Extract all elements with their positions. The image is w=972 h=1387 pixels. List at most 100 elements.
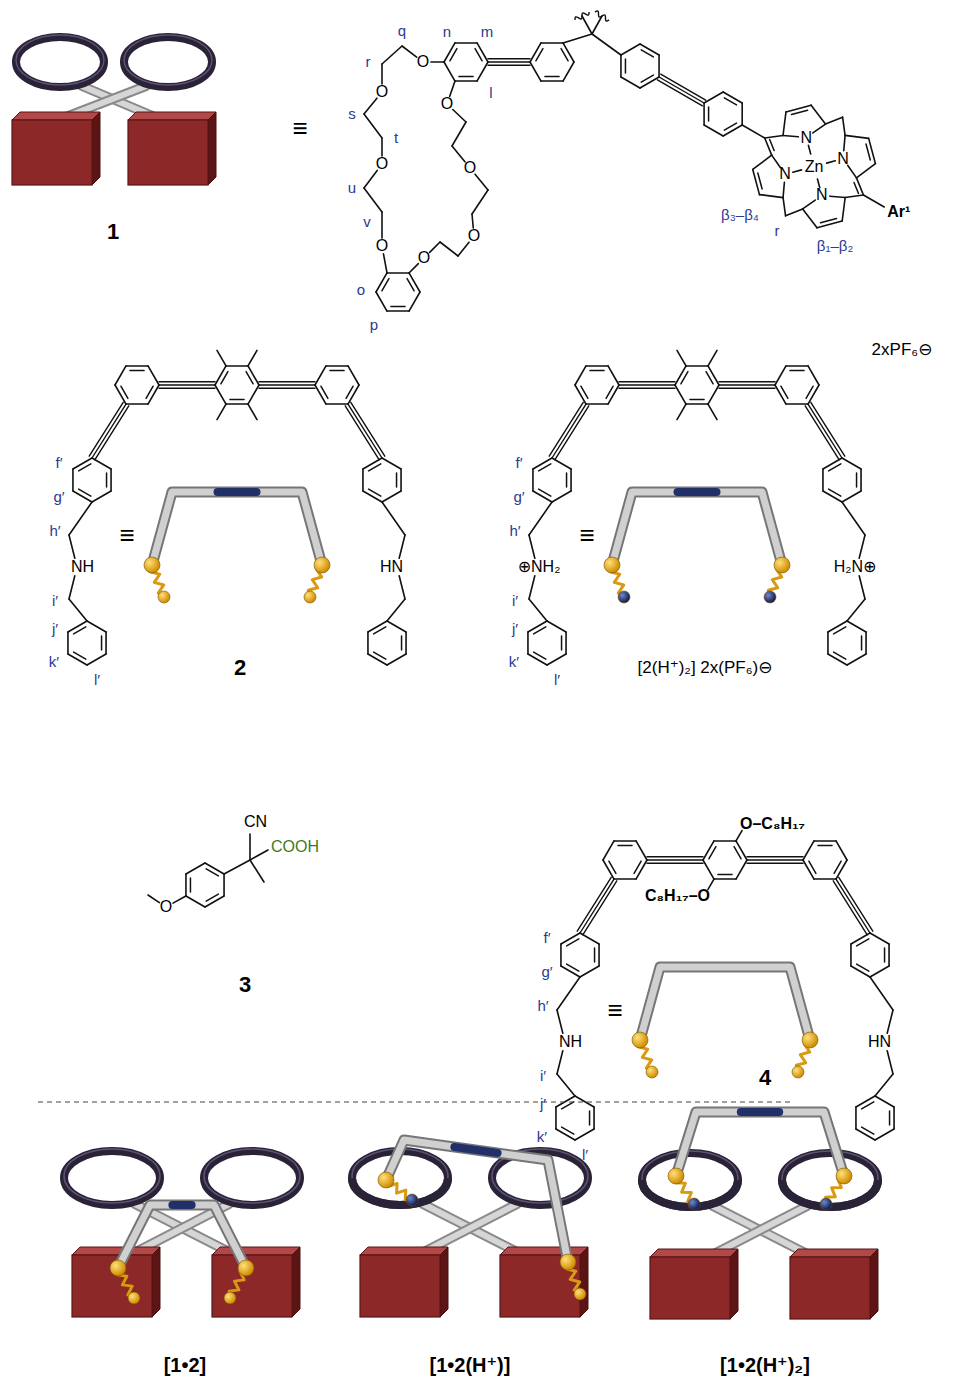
atom-label: CN bbox=[244, 813, 267, 831]
triple-bond bbox=[580, 879, 614, 933]
box-top bbox=[72, 1247, 160, 1255]
double-bond bbox=[401, 636, 403, 650]
compound-number: 4 bbox=[759, 1066, 771, 1090]
triple-bond bbox=[647, 859, 703, 860]
ring-bond bbox=[875, 1129, 894, 1140]
ring-bond bbox=[603, 841, 614, 860]
double-bond bbox=[681, 372, 688, 384]
bond bbox=[399, 535, 405, 558]
atom-label: O bbox=[376, 83, 388, 101]
ring-bond bbox=[92, 458, 111, 469]
triple-bond bbox=[647, 856, 703, 857]
position-label: i′ bbox=[540, 1068, 546, 1085]
double-bond bbox=[818, 845, 832, 847]
double-bond bbox=[884, 948, 886, 962]
bond bbox=[742, 125, 765, 138]
bond bbox=[842, 198, 845, 222]
double-bond bbox=[536, 49, 543, 61]
position-label: f′ bbox=[544, 930, 551, 947]
crown-ring-highlight bbox=[64, 1149, 160, 1203]
bond bbox=[69, 502, 92, 535]
position-label: β₁–β₂ bbox=[817, 238, 853, 255]
ring-bond bbox=[185, 874, 187, 896]
bond bbox=[249, 834, 251, 860]
rod bbox=[612, 492, 782, 565]
double-bond bbox=[609, 861, 616, 873]
double-bond bbox=[690, 399, 704, 401]
bond bbox=[250, 850, 268, 860]
box-side bbox=[292, 1247, 300, 1317]
ring-bond bbox=[586, 403, 608, 405]
triple-bond bbox=[345, 406, 379, 460]
equivalence-sign: ≡ bbox=[292, 114, 307, 143]
bond bbox=[783, 112, 786, 136]
double-bond bbox=[450, 49, 457, 61]
rod-core bbox=[454, 1147, 497, 1153]
ring-bond bbox=[775, 385, 786, 404]
crown-ring-highlight bbox=[204, 1149, 300, 1203]
triple-bond bbox=[719, 381, 775, 382]
position-label: g′ bbox=[541, 964, 552, 981]
atom-label: N bbox=[779, 165, 791, 183]
bond bbox=[736, 831, 742, 841]
double-bond bbox=[708, 107, 710, 121]
bond bbox=[453, 110, 466, 122]
ring-bond bbox=[387, 310, 409, 312]
ring-bond bbox=[608, 366, 619, 385]
double-bond bbox=[330, 370, 344, 372]
group-label: C₈H₁₇–O bbox=[645, 888, 710, 906]
triple-bond bbox=[583, 881, 617, 935]
bond bbox=[431, 61, 444, 63]
porphyrin-box bbox=[128, 120, 208, 185]
ring-bond bbox=[870, 966, 889, 977]
triple-bond bbox=[659, 77, 704, 103]
double-bond bbox=[706, 372, 713, 384]
rod bbox=[152, 492, 322, 565]
triple-bond bbox=[159, 384, 215, 385]
ring-bond bbox=[547, 654, 566, 665]
double-bond bbox=[781, 386, 788, 398]
ring-bond bbox=[400, 469, 402, 491]
crown-ring bbox=[16, 37, 104, 87]
double-bond bbox=[561, 636, 563, 650]
box-side bbox=[208, 112, 216, 185]
complex-label: [1•2] bbox=[164, 1354, 207, 1376]
double-bond bbox=[459, 76, 473, 78]
double-bond bbox=[74, 652, 86, 659]
bond bbox=[399, 576, 405, 599]
double-bond bbox=[862, 1127, 874, 1134]
ring-bond bbox=[552, 458, 571, 469]
bond bbox=[452, 146, 465, 162]
position-label: k′ bbox=[509, 654, 519, 671]
double-bond bbox=[534, 627, 546, 634]
ring-bond bbox=[444, 62, 455, 81]
triple-bond bbox=[836, 879, 870, 933]
box-top bbox=[128, 112, 216, 120]
position-label: s bbox=[348, 106, 356, 123]
double-bond bbox=[206, 894, 218, 901]
double-bond bbox=[857, 939, 869, 946]
rod-core bbox=[741, 1108, 779, 1116]
position-label: f′ bbox=[56, 455, 63, 472]
bond bbox=[786, 209, 803, 216]
ring-bond bbox=[686, 365, 708, 367]
ring-bond bbox=[614, 840, 636, 842]
ring-bond bbox=[315, 385, 326, 404]
ring-bond bbox=[87, 621, 106, 632]
ring-bond bbox=[847, 654, 866, 665]
bond bbox=[887, 1010, 893, 1033]
compound-number: 1 bbox=[107, 220, 119, 244]
ring-bond bbox=[580, 966, 599, 977]
ring-bond bbox=[367, 632, 369, 654]
double-bond bbox=[590, 370, 604, 372]
triple-bond bbox=[839, 877, 873, 931]
ring-bond bbox=[215, 385, 226, 404]
triple-bond bbox=[549, 402, 583, 456]
station-sphere bbox=[574, 1288, 586, 1300]
compound-number: 3 bbox=[239, 973, 251, 997]
structures bbox=[12, 11, 894, 1319]
station-sphere bbox=[764, 591, 776, 603]
triple-bond bbox=[259, 388, 315, 389]
ring-bond bbox=[148, 366, 159, 385]
ring-bond bbox=[803, 841, 814, 860]
